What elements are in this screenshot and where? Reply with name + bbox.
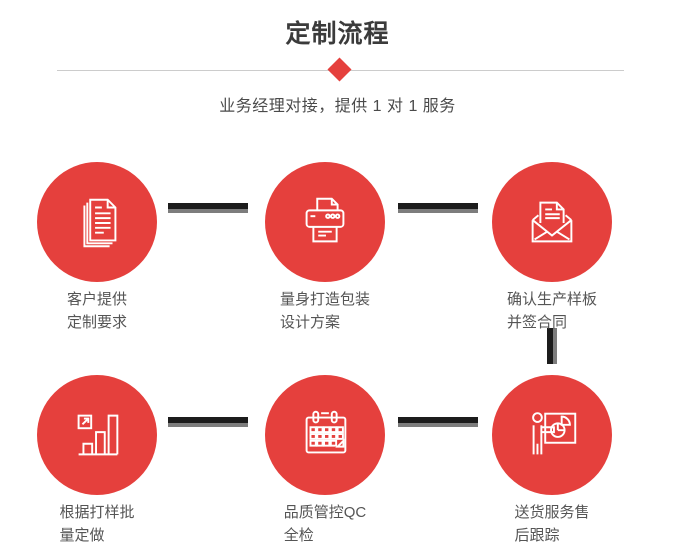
subtitle-text: 业务经理对接，提供 1 对 1 服务 [219, 98, 456, 115]
connector-shadow [398, 423, 478, 427]
connector-shadow [168, 423, 248, 427]
connector-row2-a [168, 417, 248, 427]
connector-shadow [553, 328, 557, 364]
presentation-board-icon [532, 412, 577, 455]
connector-bar [168, 417, 248, 423]
step-delivery-tracking: 送货服务售 后跟踪 [467, 375, 637, 547]
documents-icon [83, 198, 117, 248]
caption-line: 量身打造包装 [279, 291, 370, 308]
caption-line: 全检 [283, 527, 314, 544]
page-title: 定制流程 [285, 20, 390, 48]
printer-icon [305, 197, 345, 243]
step-customer-requirements: 客户提供 定制要求 [12, 162, 182, 334]
connector-shadow [168, 209, 248, 213]
step-circle [265, 375, 385, 495]
connector-shadow [398, 209, 478, 213]
step-circle [37, 162, 157, 282]
connector-row1-a [168, 203, 248, 213]
caption-line: 后跟踪 [514, 527, 560, 544]
step-packaging-design: 量身打造包装 设计方案 [240, 162, 410, 334]
open-envelope-icon [531, 201, 573, 243]
bar-chart-icon [77, 414, 119, 456]
connector-bar [547, 328, 553, 364]
connector-vertical [547, 328, 557, 364]
step-caption: 客户提供 定制要求 [67, 288, 127, 334]
step-batch-production: 根据打样批 量定做 [12, 375, 182, 547]
calendar-icon [305, 410, 347, 454]
step-quality-inspection: 品质管控QC 全检 [240, 375, 410, 547]
step-circle [265, 162, 385, 282]
caption-line: 送货服务售 [514, 504, 590, 521]
connector-bar [398, 417, 478, 423]
caption-line: 品质管控QC [283, 504, 367, 521]
step-sample-contract: 确认生产样板 并签合同 [467, 162, 637, 334]
caption-line: 并签合同 [506, 314, 567, 331]
step-caption: 送货服务售 后跟踪 [514, 501, 589, 547]
step-caption: 根据打样批 量定做 [59, 501, 134, 547]
step-circle [492, 162, 612, 282]
step-circle [37, 375, 157, 495]
connector-bar [398, 203, 478, 209]
caption-line: 客户提供 [66, 291, 127, 308]
connector-row2-b [398, 417, 478, 427]
connector-bar [168, 203, 248, 209]
caption-line: 量定做 [59, 527, 105, 544]
step-caption: 品质管控QC 全检 [284, 501, 367, 547]
caption-line: 设计方案 [279, 314, 340, 331]
connector-row1-b [398, 203, 478, 213]
caption-line: 确认生产样板 [506, 291, 597, 308]
step-circle [492, 375, 612, 495]
caption-line: 根据打样批 [59, 504, 135, 521]
caption-line: 定制要求 [66, 314, 127, 331]
step-caption: 确认生产样板 并签合同 [507, 288, 597, 334]
diamond-icon [327, 57, 352, 82]
step-caption: 量身打造包装 设计方案 [280, 288, 370, 334]
